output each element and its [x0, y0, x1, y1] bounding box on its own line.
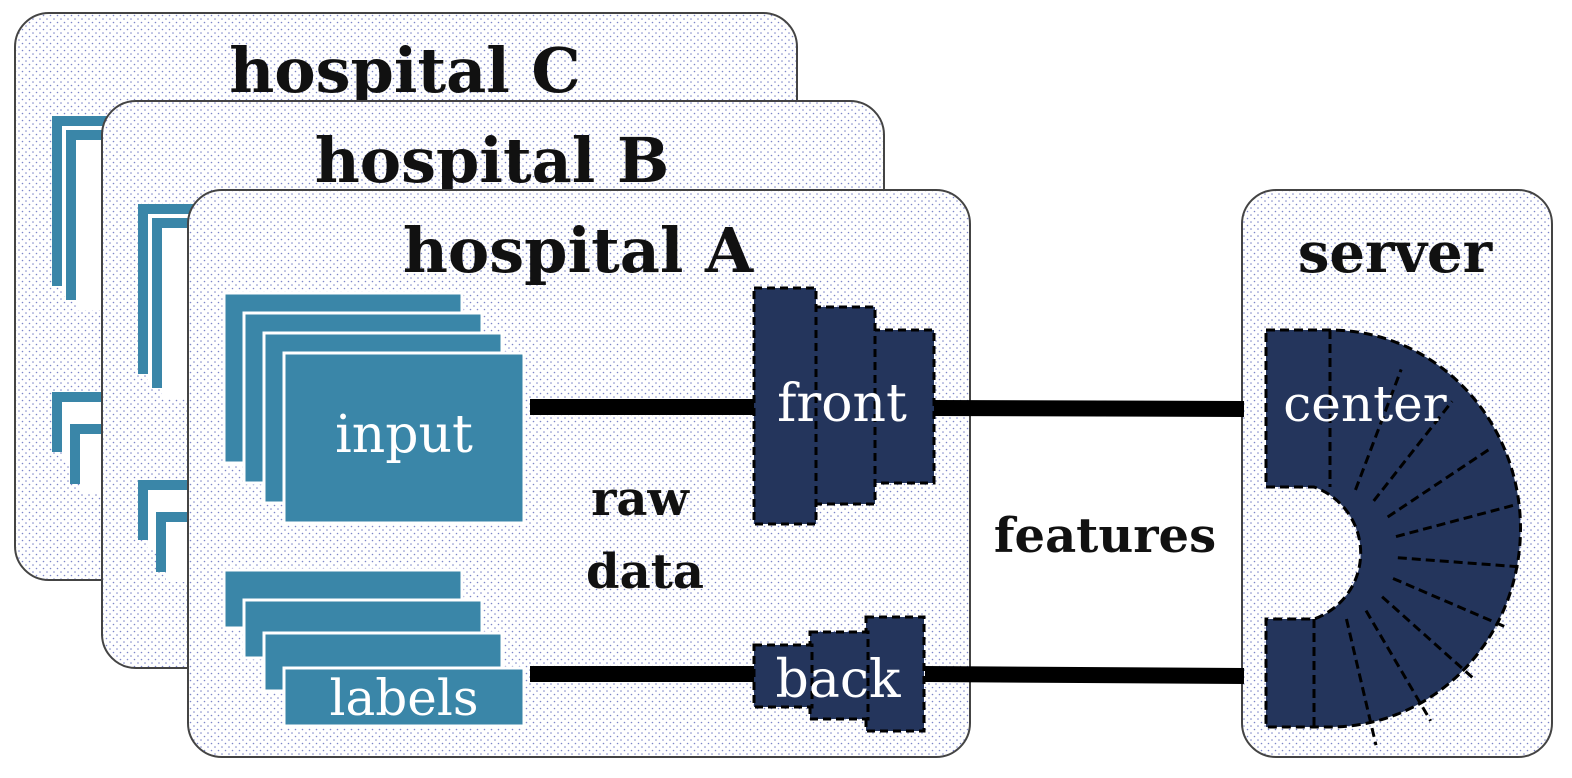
front-label: front: [777, 374, 907, 434]
front-block: front: [752, 286, 936, 526]
center-dividers: [1312, 330, 1520, 746]
back-label: back: [776, 650, 901, 710]
input-label: input: [335, 405, 473, 465]
hospital-c-title: hospital C: [229, 34, 581, 107]
hospital-b-title: hospital B: [315, 124, 670, 197]
raw-data-line2: data: [586, 544, 704, 600]
center-divider: [1364, 609, 1432, 722]
labels-label: labels: [329, 669, 478, 727]
center-divider: [1397, 556, 1520, 569]
center-divider: [1392, 577, 1507, 629]
center-divider: [1344, 618, 1378, 746]
center-divider: [1386, 446, 1492, 519]
back-to-center-line: [924, 666, 1245, 684]
raw-data-line1: raw: [591, 471, 690, 527]
features-label: features: [994, 508, 1216, 564]
center-divider: [1354, 368, 1403, 491]
hospital-a-title: hospital A: [403, 214, 754, 287]
center-divider: [1395, 503, 1515, 538]
center-divider: [1372, 400, 1454, 502]
labels-stack: labels: [222, 568, 526, 728]
center-label: center: [1283, 375, 1446, 433]
connection-lines: [530, 399, 1245, 684]
input-stack: input: [222, 291, 526, 525]
back-block: back: [752, 615, 926, 733]
center-block: center: [1264, 328, 1522, 746]
front-to-center-line: [929, 400, 1245, 417]
server-title: server: [1298, 220, 1494, 286]
center-divider: [1381, 595, 1477, 682]
